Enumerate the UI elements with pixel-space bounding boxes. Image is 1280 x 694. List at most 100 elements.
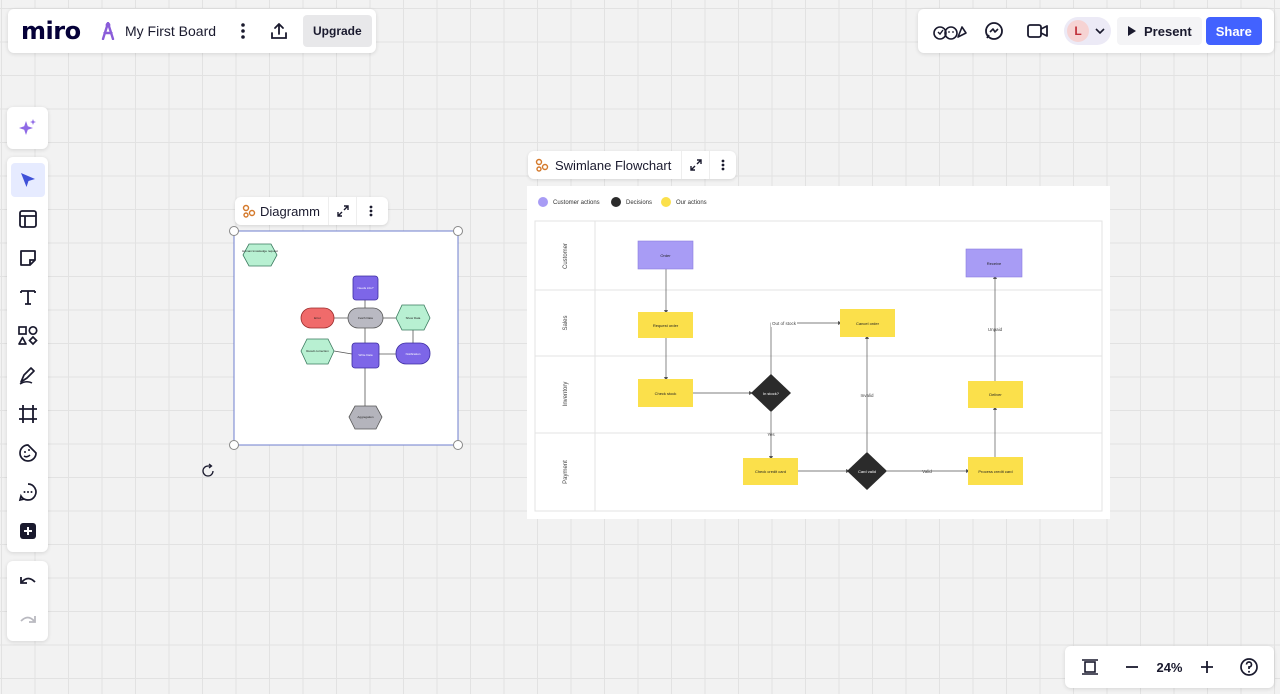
diagram-node[interactable] [395,304,431,331]
upgrade-button[interactable]: Upgrade [303,15,372,47]
expand-icon[interactable] [328,197,356,225]
swimlane-frame-title: Swimlane Flowchart [555,157,672,173]
shapes-icon[interactable] [11,319,45,353]
edge-label: Yes [767,432,775,437]
user-avatar: L [1067,20,1089,42]
diagram-node-label: Result correction [306,349,329,353]
diagram-node-label: Aggregation [357,415,374,419]
legend-swatch [611,197,621,207]
flow-node-label: Deliver [989,392,1002,397]
diagram-frame-header[interactable]: Diagramm [235,197,388,225]
flow-node[interactable] [968,457,1023,485]
export-icon[interactable] [261,15,297,47]
edge-label: Invalid [860,393,874,398]
board-icon [97,20,119,42]
board-menu-icon[interactable] [225,15,261,47]
reactions-icon[interactable] [928,15,972,47]
redo-icon [11,604,45,638]
board-name[interactable]: My First Board [125,23,217,39]
video-call-icon[interactable] [1016,15,1060,47]
flow-node-label: Order [660,253,671,258]
lane-label: Customer [563,243,569,269]
flow-node[interactable] [968,381,1023,408]
ai-assist-panel [7,107,48,149]
diagram-node[interactable] [352,275,379,301]
decision-node[interactable] [847,452,887,490]
diagram-node[interactable] [300,338,335,365]
diagram-frame-title: Diagramm [260,203,320,219]
diagram-node-label: Needs info? [357,286,373,290]
flow-node[interactable] [638,312,693,338]
flow-node-label: Receive [987,261,1002,266]
diagram-node[interactable] [351,342,380,369]
swimlane-frame[interactable]: Customer actions Decisions Our actions C… [527,186,1110,519]
miro-logo[interactable]: miro [21,17,81,45]
pen-icon[interactable] [11,358,45,392]
legend-swatch [538,197,548,207]
swimlane-frame-icon [535,158,549,172]
edge-label: Out of stock [772,321,797,326]
diagram-node[interactable] [395,342,431,365]
diagram-node-label: Show Data [406,316,421,320]
lane-label: Inventory [563,382,569,407]
flow-node-label: Process credit card [978,469,1012,474]
zoom-out-icon[interactable] [1114,651,1150,683]
history-panel [7,561,48,641]
resize-handle[interactable] [229,226,239,236]
comment-icon[interactable] [11,475,45,509]
zoom-in-icon[interactable] [1189,651,1225,683]
more-tools-icon[interactable] [11,514,45,548]
rotate-icon[interactable] [199,462,217,480]
flow-node-label: Check stock [655,391,677,396]
flow-node[interactable] [637,240,694,270]
flow-node[interactable] [840,309,895,337]
diagram-node-label: Human knowledge request [242,249,278,253]
frame-menu-icon[interactable] [708,151,736,179]
legend-label: Customer actions [553,200,600,206]
select-tool-icon[interactable] [10,162,45,197]
help-icon[interactable] [1231,651,1267,683]
templates-icon[interactable] [11,202,45,236]
expand-icon[interactable] [681,151,708,179]
flow-node-label: Cancel order [856,321,880,326]
ai-sparkle-icon[interactable] [11,111,45,145]
diagram-node[interactable] [242,243,278,267]
collaborators-menu[interactable]: L [1064,17,1111,45]
legend-swatch [661,197,671,207]
diagram-node-label: Notification [406,352,421,356]
share-button[interactable]: Share [1205,17,1262,45]
flow-node[interactable] [965,248,1023,278]
resize-handle[interactable] [453,440,463,450]
creation-toolbar [7,157,48,552]
swimlane-frame-header[interactable]: Swimlane Flowchart [528,151,736,179]
diagram-node[interactable] [347,307,384,329]
present-label: Present [1144,23,1192,39]
diagram-frame[interactable]: Human knowledge request Needs info? Erro… [228,225,464,451]
diagram-node[interactable] [300,307,335,329]
chat-icon[interactable] [972,15,1016,47]
flow-node-label: Card valid [858,469,876,474]
decision-node[interactable] [751,374,791,412]
sticky-note-icon[interactable] [11,241,45,275]
frame-icon[interactable] [11,397,45,431]
diagram-frame-icon [242,204,256,218]
resize-handle[interactable] [229,440,239,450]
collaboration-toolbar: L Present Share [918,9,1274,53]
flow-node[interactable] [743,458,798,485]
undo-icon[interactable] [11,565,45,599]
resize-handle[interactable] [453,226,463,236]
board-toolbar: miro My First Board Upgrade [8,9,376,53]
play-icon [1128,26,1136,36]
stickers-icon[interactable] [11,436,45,470]
edge-label: Valid [922,469,932,474]
chevron-down-icon [1095,28,1105,34]
flow-node[interactable] [638,379,693,407]
zoom-level[interactable]: 24% [1156,659,1183,675]
frame-menu-icon[interactable] [356,197,384,225]
diagram-node[interactable] [348,405,383,430]
present-button[interactable]: Present [1117,17,1202,45]
fit-to-screen-icon[interactable] [1072,651,1108,683]
flow-node-label: Request order [653,323,679,328]
lane-label: Payment [563,460,569,484]
text-tool-icon[interactable] [11,280,45,314]
